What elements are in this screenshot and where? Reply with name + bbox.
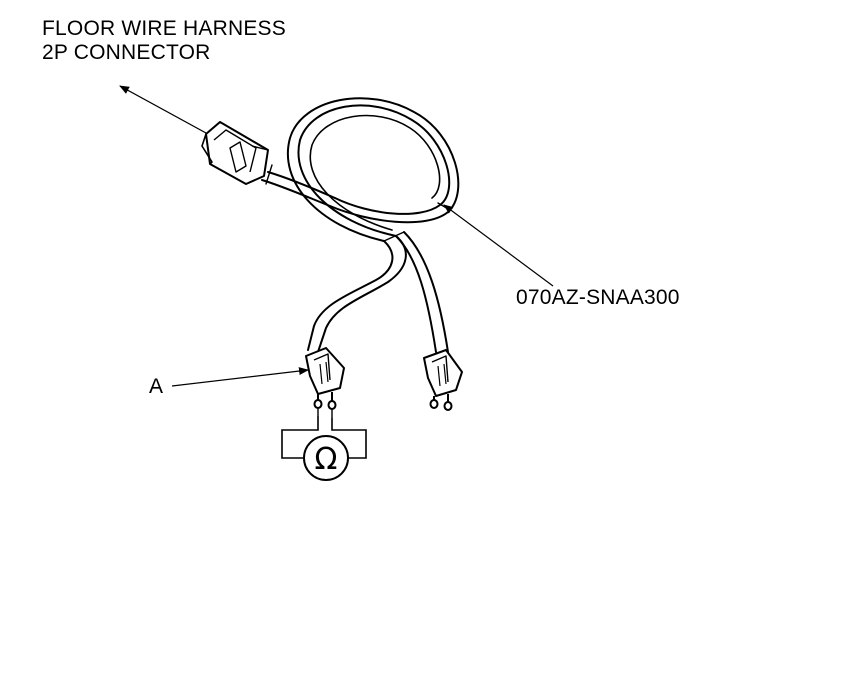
callout-a-leader-arrow [171,367,309,387]
ohmmeter-circuit [281,416,367,481]
callout-a-label: A [149,375,164,398]
ohmmeter-icon [303,435,349,481]
ohm-symbol: Ω [315,442,338,477]
connector-label-line2: 2P CONNECTOR [42,41,211,64]
connector-label-line1: FLOOR WIRE HARNESS [42,17,286,40]
connector-a-icon [305,347,345,418]
right-connector-icon [423,349,463,411]
connector-leader-arrow [119,85,207,134]
floor-harness-connector-icon [201,121,269,185]
harness-cable [261,97,460,353]
part-number-leader-arrow [443,204,554,287]
part-number-label: 070AZ-SNAA300 [516,286,680,309]
